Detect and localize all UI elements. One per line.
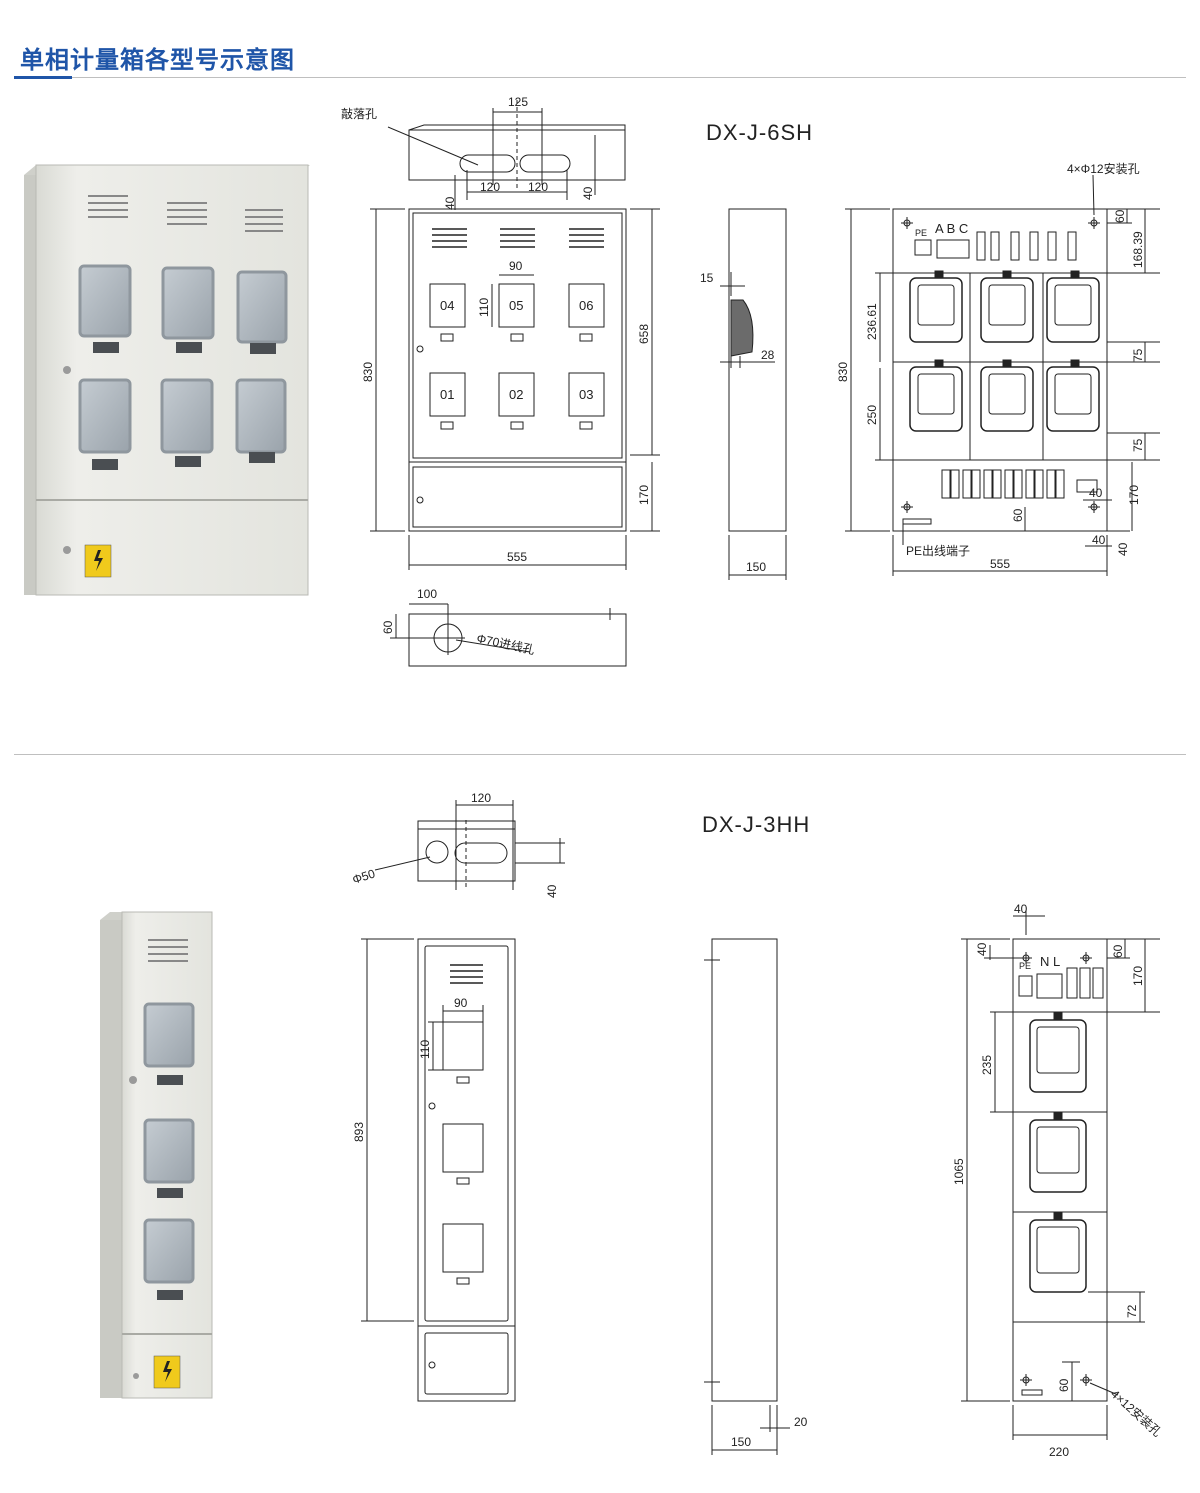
dim-back-40a: 40 bbox=[1089, 486, 1103, 500]
dim-back-250: 250 bbox=[865, 405, 879, 425]
meter-label: 01 bbox=[440, 387, 454, 402]
title-accent-bar bbox=[14, 76, 72, 79]
dim-3hh-back-1065: 1065 bbox=[952, 1158, 966, 1185]
dim-back-75a: 75 bbox=[1131, 348, 1145, 362]
meter-label: 03 bbox=[579, 387, 593, 402]
model-label-3hh: DX-J-3HH bbox=[702, 812, 811, 837]
front-view-6sh bbox=[370, 208, 660, 570]
dim-side-28: 28 bbox=[761, 348, 775, 362]
dim-back-60: 60 bbox=[1113, 209, 1127, 223]
dim-side-15: 15 bbox=[700, 271, 714, 285]
top-view-6sh bbox=[387, 100, 626, 210]
meter-label: 02 bbox=[509, 387, 523, 402]
label-pe-6sh: PE bbox=[915, 228, 927, 238]
dim-front-90: 90 bbox=[509, 259, 523, 273]
label-knockout: 敲落孔 bbox=[341, 106, 377, 121]
dim-front-170: 170 bbox=[637, 485, 651, 505]
dim-back-830: 830 bbox=[836, 362, 850, 382]
title-divider bbox=[14, 77, 1186, 78]
cabinet-photo-6sh bbox=[24, 164, 310, 596]
model-label-6sh: DX-J-6SH bbox=[706, 120, 814, 145]
dim-3hh-back-40a: 40 bbox=[1014, 902, 1028, 916]
dim-3hh-back-72: 72 bbox=[1125, 1304, 1139, 1318]
dim-3hh-front-90: 90 bbox=[454, 996, 468, 1010]
front-view-3hh bbox=[361, 938, 516, 1402]
dim-3hh-back-60b: 60 bbox=[1057, 1378, 1071, 1392]
dim-back-60b: 60 bbox=[1011, 508, 1025, 522]
dim-front-110: 110 bbox=[477, 298, 491, 317]
dim-top-40a: 40 bbox=[443, 196, 457, 210]
label-mounting-holes-3hh: 4×12安装孔 bbox=[1108, 1386, 1165, 1439]
dim-bottom-100: 100 bbox=[417, 587, 437, 601]
dim-top-120b: 120 bbox=[528, 180, 548, 194]
dim-3hh-side-20: 20 bbox=[794, 1415, 808, 1429]
dim-back-168: 168.39 bbox=[1131, 231, 1145, 268]
dim-3hh-side-150: 150 bbox=[731, 1435, 751, 1449]
label-pe-3hh: PE bbox=[1019, 961, 1031, 971]
dim-3hh-back-40b: 40 bbox=[975, 942, 989, 956]
cabinet-photo-3hh bbox=[100, 911, 213, 1399]
dim-front-830: 830 bbox=[361, 362, 375, 382]
side-view-6sh bbox=[720, 208, 787, 580]
dim-back-236: 236.61 bbox=[865, 303, 879, 340]
internal-view-6sh bbox=[845, 174, 1160, 576]
label-abc: A B C bbox=[935, 221, 968, 236]
top-view-3hh bbox=[374, 800, 565, 890]
meter-label: 04 bbox=[440, 298, 454, 313]
page-title: 单相计量箱各型号示意图 bbox=[20, 46, 295, 74]
side-view-3hh bbox=[704, 938, 790, 1455]
dim-back-40b: 40 bbox=[1092, 533, 1106, 547]
dim-3hh-back-170: 170 bbox=[1131, 966, 1145, 986]
dim-3hh-back-220: 220 bbox=[1049, 1445, 1069, 1459]
label-nl: N L bbox=[1040, 954, 1060, 969]
label-pe-terminal: PE出线端子 bbox=[906, 544, 970, 558]
dim-top-40b: 40 bbox=[581, 186, 595, 200]
dim-back-555: 555 bbox=[990, 557, 1010, 571]
dim-back-40c: 40 bbox=[1116, 542, 1130, 556]
bottom-view-6sh bbox=[390, 603, 627, 667]
label-inlet-hole: Φ70进线孔 bbox=[475, 631, 536, 657]
dim-top-125: 125 bbox=[508, 95, 528, 109]
dim-3hh-top-40: 40 bbox=[545, 884, 559, 898]
dim-back-170: 170 bbox=[1127, 485, 1141, 505]
dim-back-75b: 75 bbox=[1131, 438, 1145, 452]
section-divider bbox=[14, 754, 1186, 755]
internal-view-3hh bbox=[961, 910, 1160, 1440]
dim-front-658: 658 bbox=[637, 324, 651, 344]
dim-3hh-back-235: 235 bbox=[980, 1055, 994, 1075]
dim-top-120a: 120 bbox=[480, 180, 500, 194]
dim-side-150: 150 bbox=[746, 560, 766, 574]
meter-labels-6sh: 04 05 06 01 02 03 bbox=[440, 298, 593, 402]
dim-3hh-front-110: 110 bbox=[418, 1040, 432, 1059]
meter-label: 05 bbox=[509, 298, 523, 313]
dim-3hh-back-60a: 60 bbox=[1111, 944, 1125, 958]
label-mounting-holes-6sh: 4×Φ12安装孔 bbox=[1067, 161, 1140, 176]
dim-bottom-60: 60 bbox=[381, 620, 395, 634]
meter-label: 06 bbox=[579, 298, 593, 313]
dim-3hh-front-893: 893 bbox=[352, 1122, 366, 1142]
dim-3hh-top-120: 120 bbox=[471, 791, 491, 805]
label-hole-50: Φ50 bbox=[351, 866, 377, 886]
dim-front-555: 555 bbox=[507, 550, 527, 564]
